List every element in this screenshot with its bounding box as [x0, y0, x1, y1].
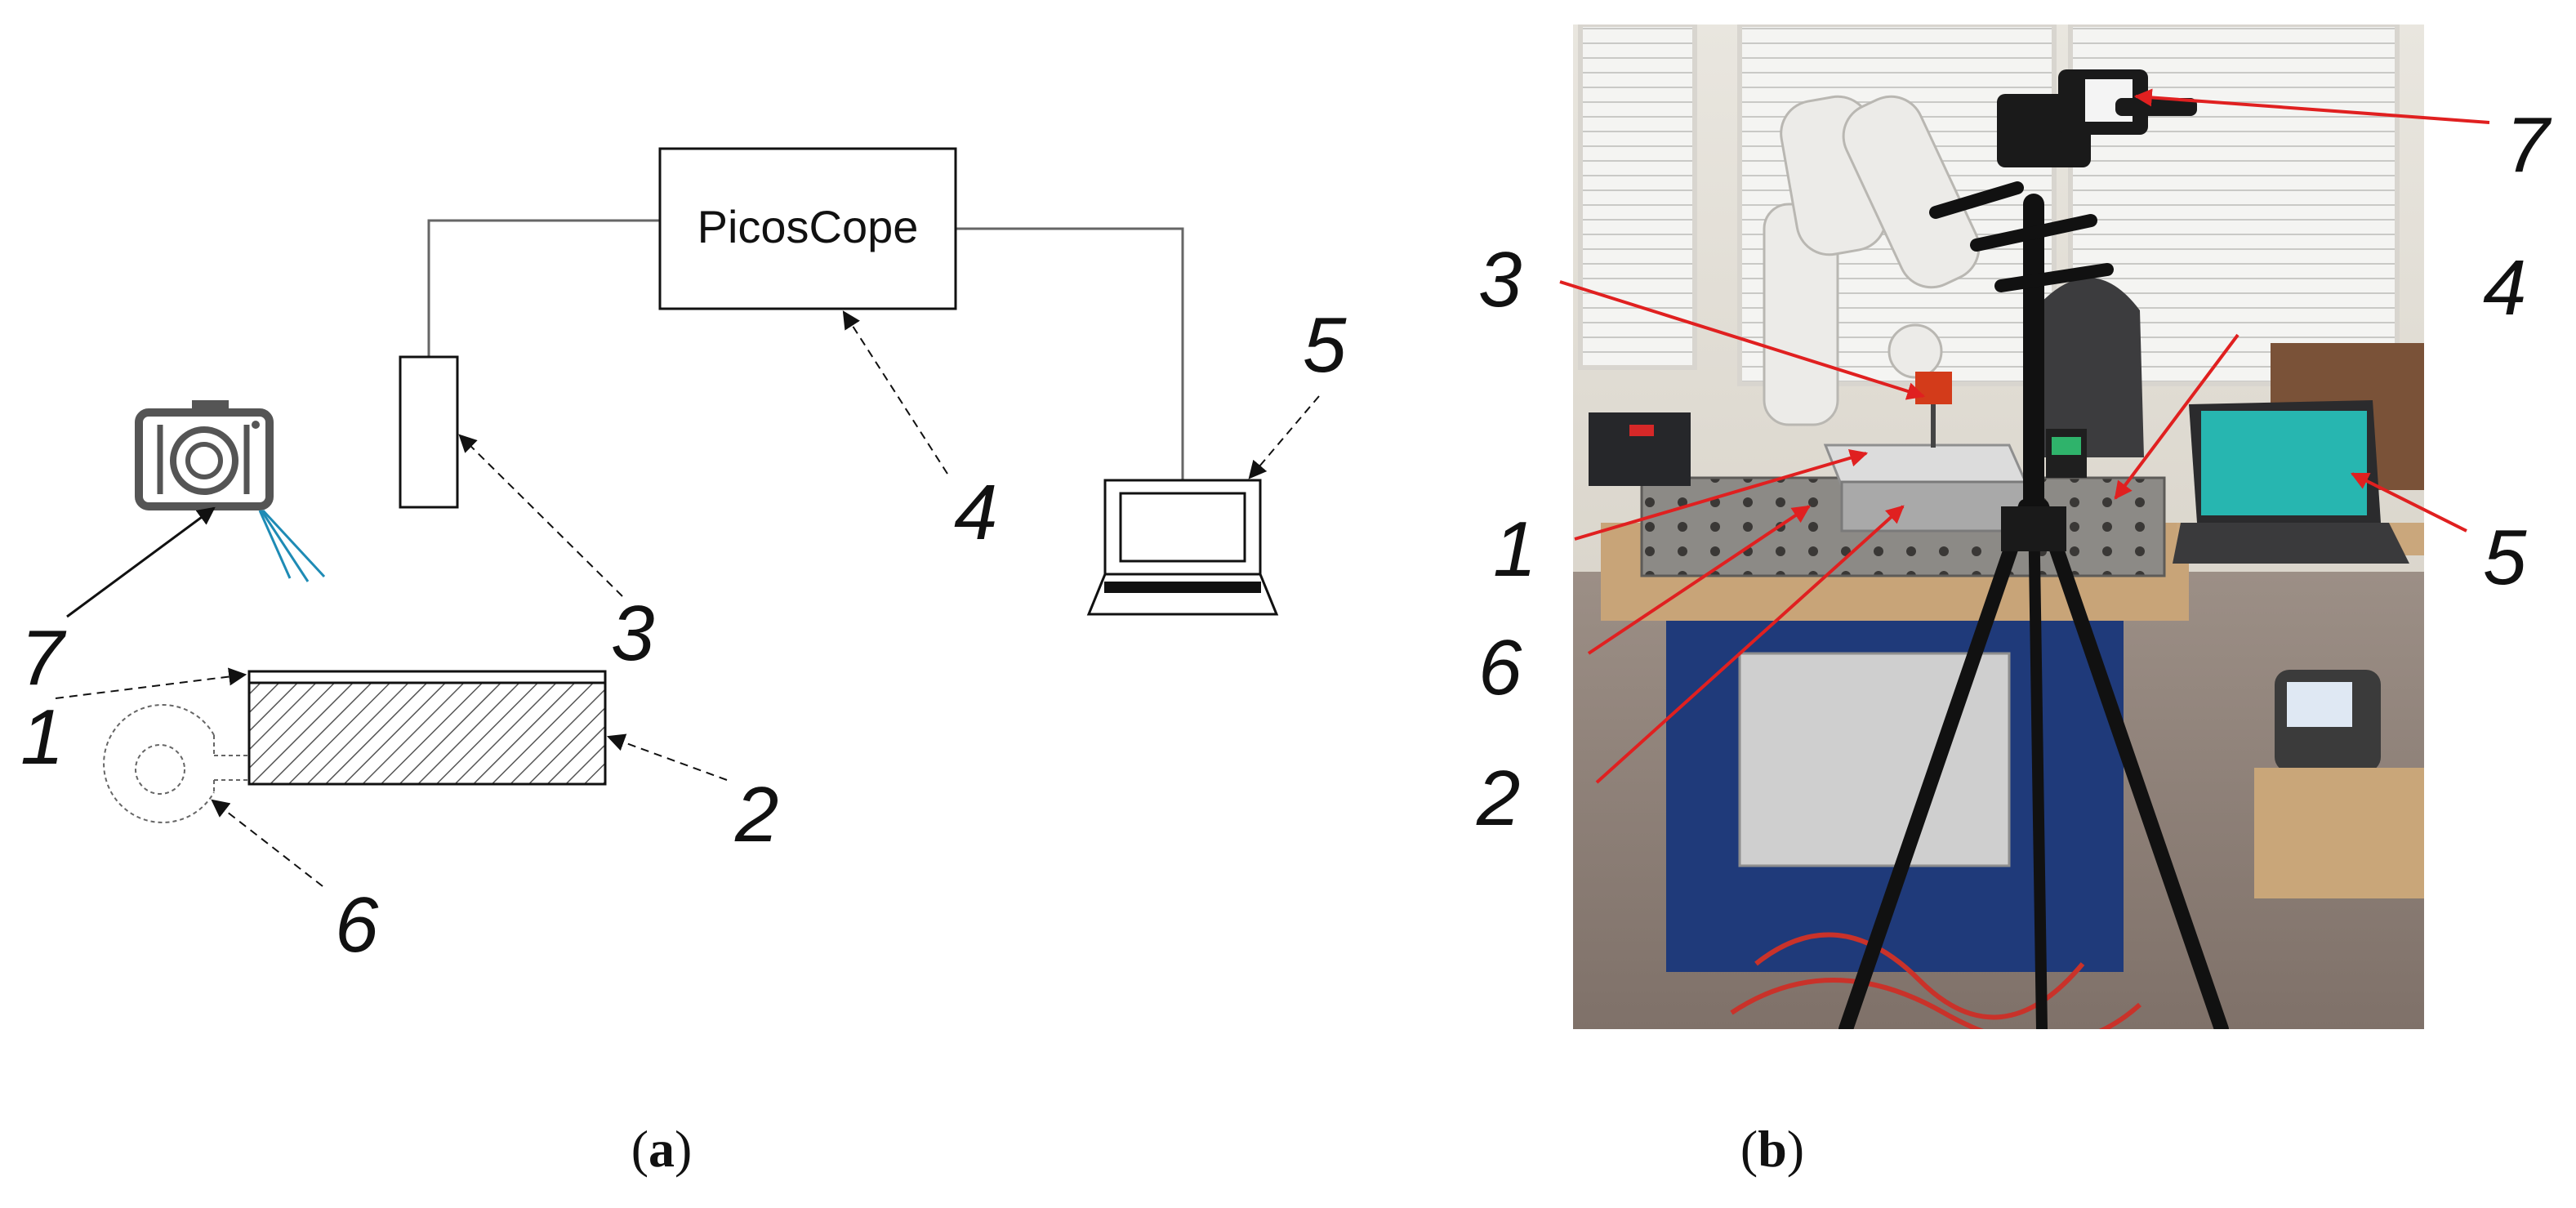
- callout-b-5: 5: [2483, 514, 2527, 601]
- picoscope-label: PicosCope: [697, 201, 919, 252]
- photo-arrow-5: [2351, 472, 2467, 533]
- robot-arm: [1763, 95, 1981, 426]
- callout-a-7: 7: [20, 614, 67, 702]
- callout-a-1: 1: [20, 693, 64, 781]
- acoustic-sensor: [399, 355, 459, 509]
- picoscope-box: PicosCope: [658, 147, 957, 310]
- caption-b: (b): [1740, 1120, 1804, 1178]
- photo-arrow-4: [2114, 333, 2240, 500]
- lab-photo: [1573, 25, 2424, 1029]
- callout-b-6: 6: [1478, 624, 1522, 711]
- arrow-7: [66, 506, 216, 618]
- camera-icon: [135, 400, 326, 582]
- photo-callout-arrows: [1559, 88, 2490, 784]
- wire-picoscope-to-laptop: [956, 227, 1184, 480]
- callout-a-6: 6: [335, 881, 379, 969]
- panel-b-photo: 1 2 3 4 5 6 7 (b): [1476, 25, 2552, 1178]
- callout-b-3: 3: [1478, 236, 1522, 323]
- callout-b-4: 4: [2483, 244, 2526, 332]
- wire-sensor-to-picoscope: [427, 219, 660, 357]
- arrow-5: [1248, 395, 1320, 479]
- arrow-1: [55, 667, 247, 699]
- photo-arrow-2: [1595, 505, 1905, 784]
- callout-b-7: 7: [2506, 101, 2552, 189]
- laptop-icon: [1086, 479, 1279, 616]
- photo-arrow-3: [1559, 280, 1926, 400]
- photo-arrow-1: [1574, 449, 1869, 541]
- arrow-3: [458, 434, 623, 597]
- callout-a-3: 3: [611, 590, 654, 677]
- callout-a-5: 5: [1303, 301, 1347, 389]
- photo-arrow-7: [2133, 88, 2490, 124]
- callout-b-1: 1: [1493, 506, 1536, 593]
- arrow-4: [842, 310, 948, 475]
- callout-b-2: 2: [1476, 755, 1520, 842]
- workpiece-top-layer: [247, 670, 607, 684]
- callout-a-2: 2: [734, 771, 778, 858]
- callout-a-4: 4: [954, 469, 997, 556]
- arrow-6: [211, 799, 323, 887]
- workpiece: [247, 670, 607, 786]
- photo-laptop: [2173, 400, 2409, 564]
- panel-a-schematic: PicosCope: [20, 147, 1347, 1178]
- photo-tripod: [1838, 181, 2229, 1029]
- arrow-2: [606, 733, 728, 781]
- photo-arrow-6: [1587, 505, 1811, 655]
- hose-outlet: [103, 704, 249, 823]
- camera-view-rays: [258, 509, 326, 582]
- caption-a: (a): [631, 1120, 693, 1178]
